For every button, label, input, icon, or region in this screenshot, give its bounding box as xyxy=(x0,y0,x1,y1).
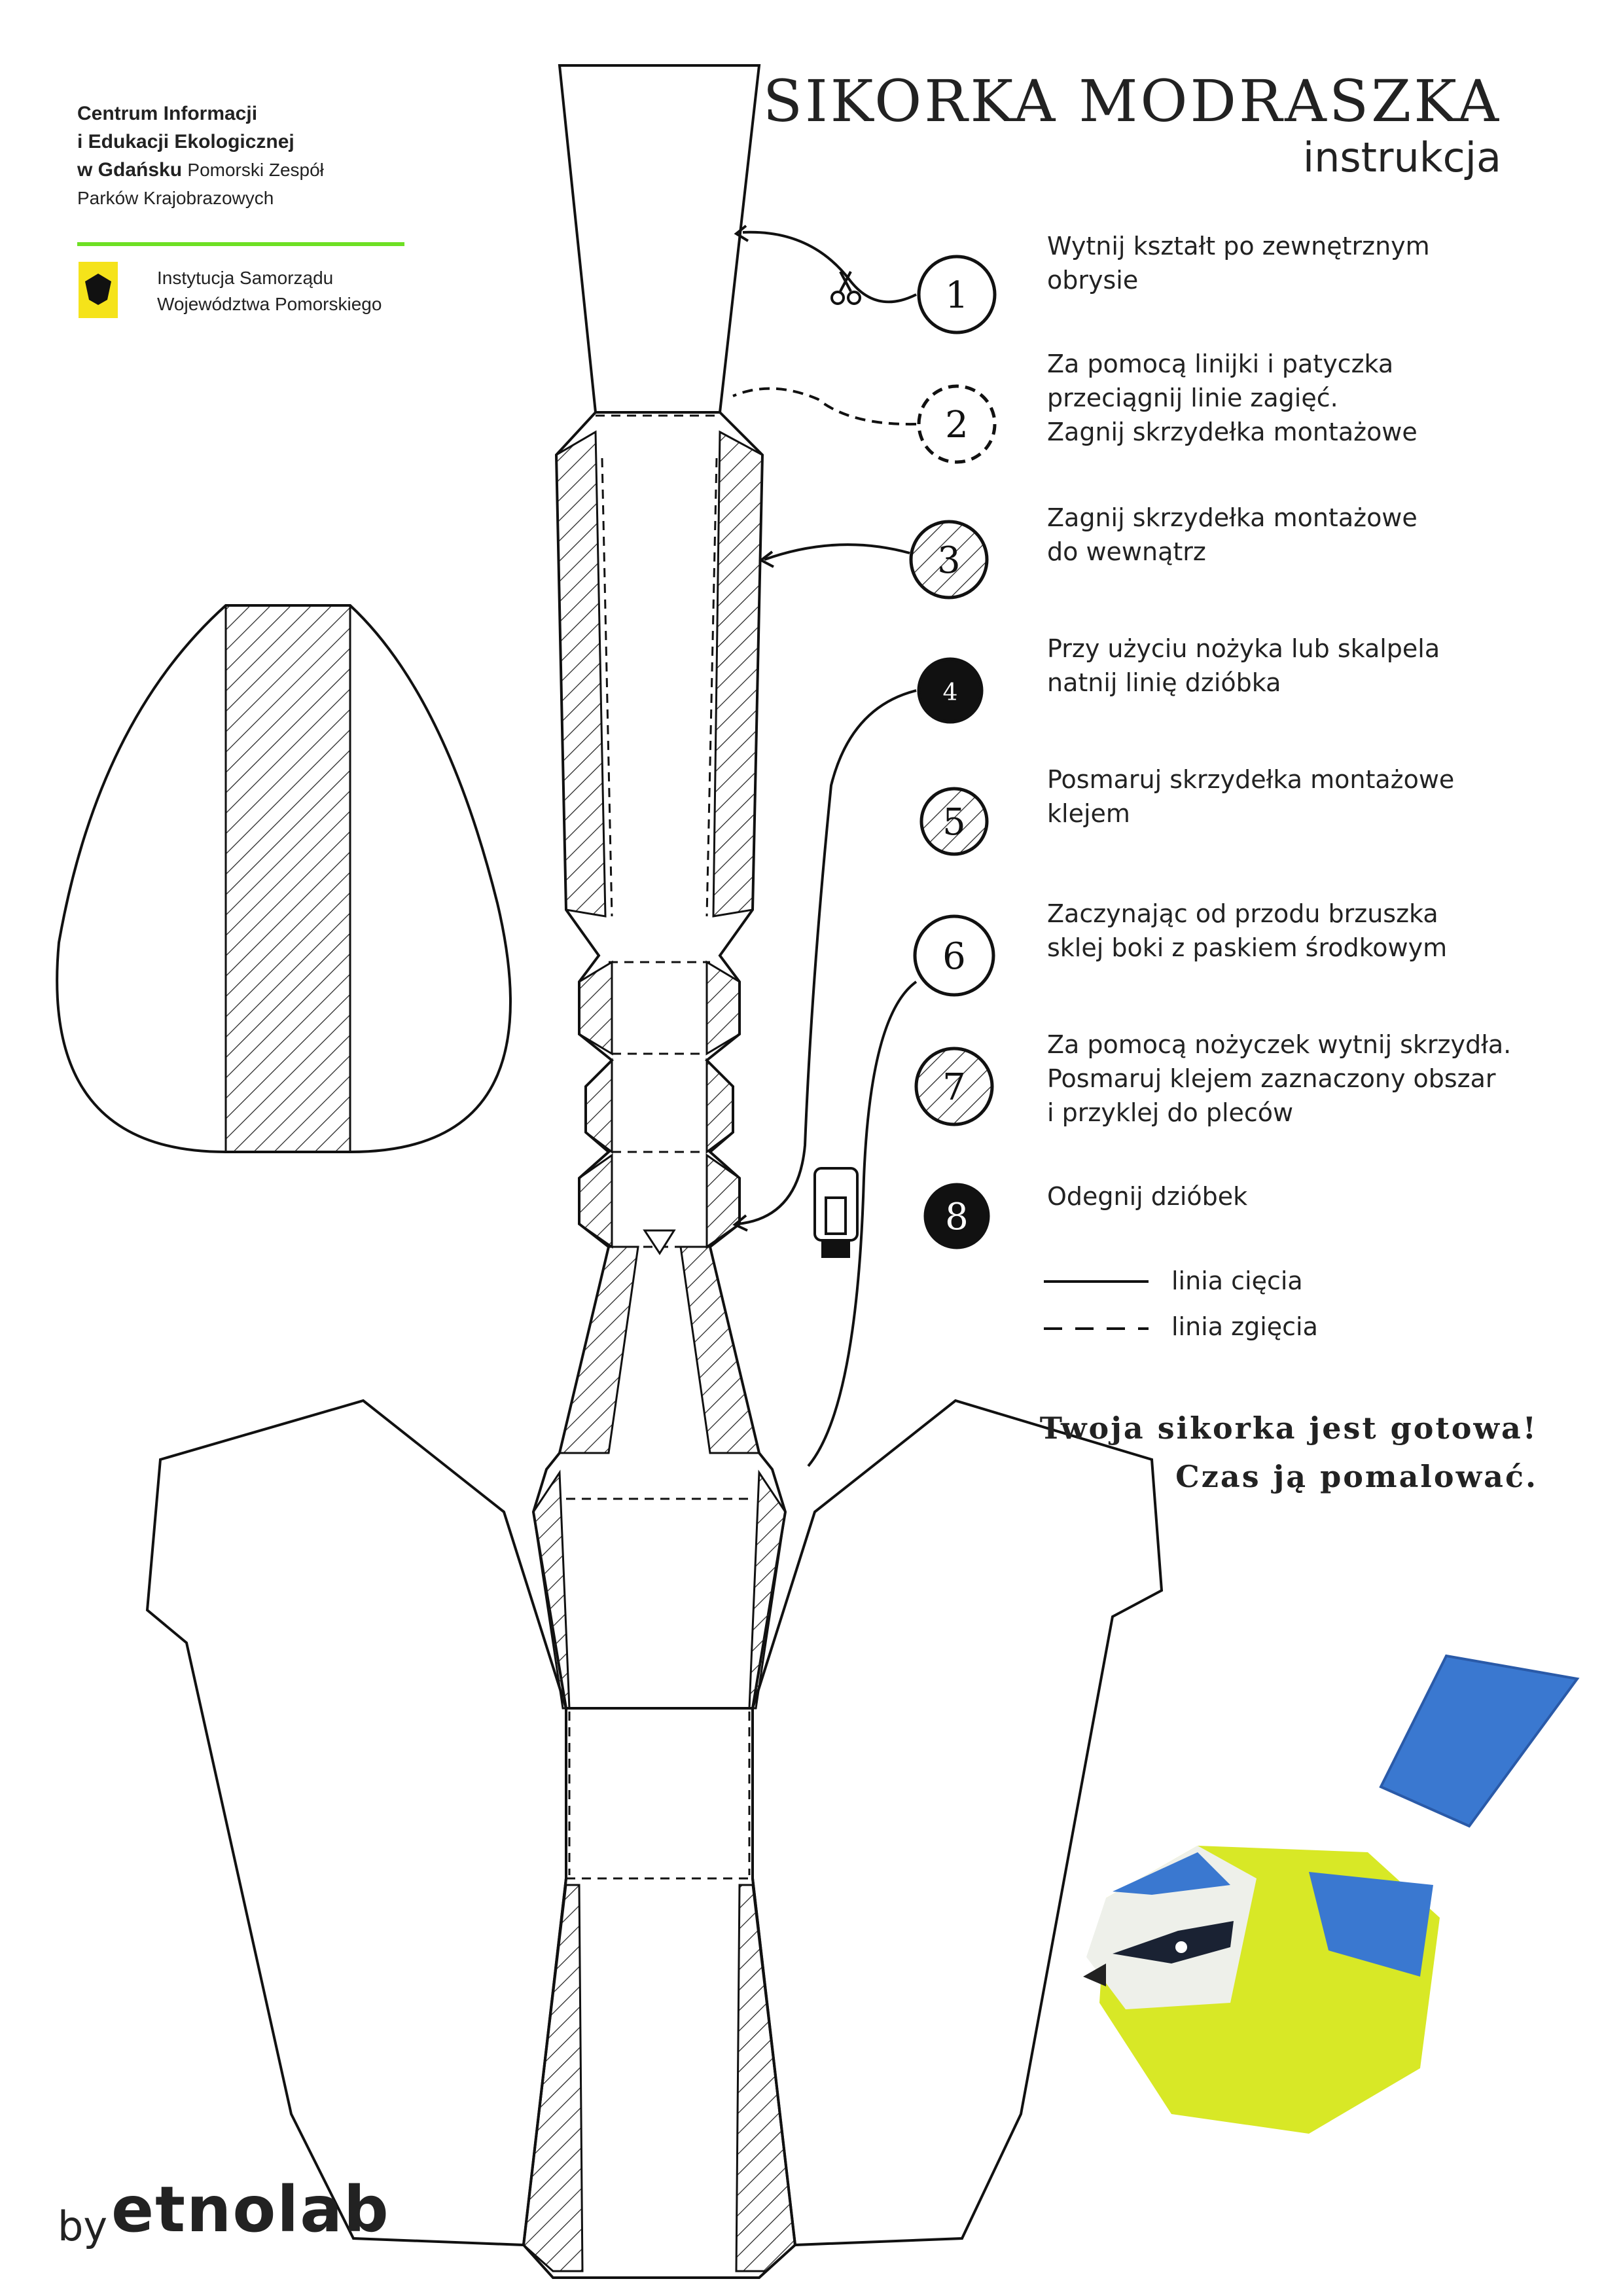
glue-icon xyxy=(813,1167,859,1258)
tab-neck-3 xyxy=(584,1058,613,1154)
step-6-text: Zaczynając od przodu brzuszka sklej boki… xyxy=(1047,899,1448,962)
org-line-3-rest: Pomorski Zespół xyxy=(187,160,324,180)
tail-piece xyxy=(558,64,761,414)
step-2-text: Za pomocą linijki i patyczka przeciągnij… xyxy=(1047,350,1418,446)
green-divider xyxy=(77,242,404,246)
tab-neck-2 xyxy=(705,960,741,1056)
tab-neck-6 xyxy=(705,1153,741,1249)
closing-message: Twoja sikorka jest gotowa! Czas ją pomal… xyxy=(1040,1404,1538,1501)
tab-tail-right xyxy=(735,1884,796,2272)
svg-text:6: 6 xyxy=(942,935,966,978)
tab-lower-right xyxy=(679,1246,760,1454)
left-wing xyxy=(145,1399,567,2247)
step-5-text: Posmaruj skrzydełka montażowe klejem xyxy=(1047,765,1455,828)
title-main: SIKORKA MODRASZKA xyxy=(762,67,1501,135)
inst-line-2: Województwa Pomorskiego xyxy=(157,294,382,314)
tab-body-left xyxy=(555,430,607,918)
step-circle-3: 3 xyxy=(909,520,989,600)
step-7-text: Za pomocą nożyczek wytnij skrzydła. Posm… xyxy=(1047,1030,1512,1127)
bird-illustration xyxy=(1083,1654,1580,2134)
inst-line-1: Instytucja Samorządu xyxy=(157,268,334,288)
step-circle-4: 4 xyxy=(917,657,984,724)
svg-text:2: 2 xyxy=(945,404,969,446)
step-circle-8: 8 xyxy=(923,1183,990,1249)
closing-line-2: Czas ją pomalować. xyxy=(1175,1459,1538,1494)
step-4-text: Przy użyciu nożyka lub skalpela natnij l… xyxy=(1047,634,1440,697)
legend-cut: linia cięcia xyxy=(1171,1266,1303,1295)
tab-body-right xyxy=(712,430,764,918)
etnolab-logo: etnolab xyxy=(111,2173,390,2246)
tab-back-center xyxy=(224,604,351,1153)
step-circle-6: 6 xyxy=(913,914,995,997)
right-wing xyxy=(751,1399,1164,2247)
svg-text:1: 1 xyxy=(945,274,969,317)
step-1-text: Wytnij kształt po zewnętrznym obrysie xyxy=(1047,232,1430,295)
step-circle-7: 7 xyxy=(914,1047,994,1126)
step-circle-2: 2 xyxy=(917,384,997,464)
legend-fold: linia zgięcia xyxy=(1171,1312,1318,1341)
org-name: Centrum Informacji i Edukacji Ekologiczn… xyxy=(77,99,324,212)
closing-line-1: Twoja sikorka jest gotowa! xyxy=(1039,1410,1538,1446)
svg-text:8: 8 xyxy=(945,1196,969,1238)
title-sub: instrukcja xyxy=(1302,134,1501,181)
step-3-text: Zagnij skrzydełka montażowe do wewnątrz xyxy=(1047,503,1418,566)
beak-triangle xyxy=(643,1229,676,1255)
tab-mid-right xyxy=(748,1469,787,1710)
step-8-text: Odegnij dzióbek xyxy=(1047,1182,1248,1211)
footer-by: by xyxy=(58,2202,108,2250)
org-line-3-bold: w Gdańsku xyxy=(77,159,183,181)
org-line-1: Centrum Informacji xyxy=(77,103,258,124)
page-title: SIKORKA MODRASZKA instrukcja xyxy=(763,69,1501,181)
tab-tail-left xyxy=(522,1884,584,2272)
step-circle-5: 5 xyxy=(919,787,989,856)
svg-text:7: 7 xyxy=(942,1066,966,1109)
tab-neck-5 xyxy=(578,1153,613,1249)
svg-text:4: 4 xyxy=(943,679,958,706)
crest-icon xyxy=(79,262,118,318)
step-circle-1: 1 xyxy=(917,255,997,334)
svg-text:3: 3 xyxy=(937,539,961,582)
scissors-icon xyxy=(830,271,861,305)
institution-text: Instytucja Samorządu Województwa Pomorsk… xyxy=(157,265,382,317)
tab-lower-left xyxy=(558,1246,639,1454)
svg-text:5: 5 xyxy=(942,801,966,844)
org-line-2: i Edukacji Ekologicznej xyxy=(77,131,294,152)
tab-neck-4 xyxy=(705,1058,734,1154)
tab-mid-left xyxy=(532,1469,571,1710)
org-line-4: Parków Krajobrazowych xyxy=(77,188,274,208)
